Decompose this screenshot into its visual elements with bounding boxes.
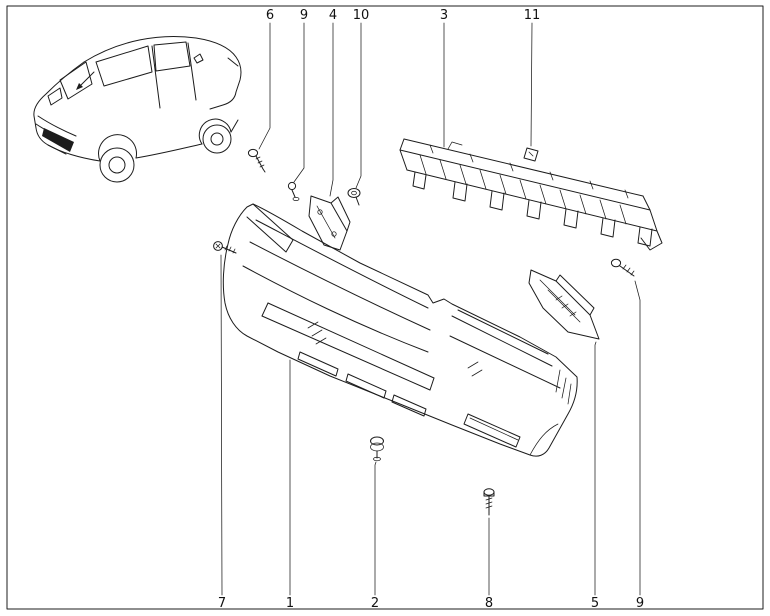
clip-11 bbox=[523, 147, 539, 162]
callout-label-7[interactable]: 7 bbox=[218, 596, 226, 611]
callout-label-9-bottom[interactable]: 9 bbox=[636, 596, 644, 611]
callouts-top: 6 9 4 10 3 11 bbox=[266, 8, 540, 23]
callout-label-3[interactable]: 3 bbox=[440, 8, 448, 23]
bracket-part-4 bbox=[308, 195, 351, 251]
vehicle-thumbnail bbox=[33, 35, 242, 183]
leader-lines bbox=[220, 22, 641, 596]
leader-11 bbox=[530, 22, 533, 147]
side-window-rear bbox=[153, 41, 191, 72]
rear-bumper-cover bbox=[222, 203, 578, 457]
leader-2 bbox=[374, 461, 377, 596]
mirror bbox=[193, 53, 204, 64]
callout-label-2[interactable]: 2 bbox=[371, 596, 379, 611]
bracket-part-5 bbox=[528, 269, 600, 340]
taillight bbox=[47, 87, 63, 106]
rear-bumper-shading bbox=[42, 128, 74, 152]
energy-absorber-part bbox=[399, 138, 663, 251]
callout-label-8[interactable]: 8 bbox=[485, 596, 493, 611]
screw-9-right bbox=[610, 258, 635, 277]
screw-6 bbox=[247, 148, 266, 173]
screw-7 bbox=[213, 241, 237, 254]
callout-label-6[interactable]: 6 bbox=[266, 8, 274, 23]
leader-4 bbox=[329, 22, 334, 197]
leader-9-bottom bbox=[634, 280, 641, 596]
side-window-front bbox=[95, 45, 153, 87]
callout-label-4[interactable]: 4 bbox=[329, 8, 337, 23]
leader-10 bbox=[355, 22, 362, 189]
clip-9-left bbox=[287, 181, 300, 201]
clip-2 bbox=[370, 436, 384, 462]
page-border bbox=[6, 5, 764, 610]
leader-6 bbox=[258, 22, 271, 150]
callout-label-11[interactable]: 11 bbox=[524, 8, 541, 23]
rear-window bbox=[59, 61, 93, 100]
leader-9-top bbox=[293, 22, 305, 183]
pointer-arrowhead bbox=[76, 83, 83, 90]
callout-label-9-top[interactable]: 9 bbox=[300, 8, 308, 23]
callout-label-1[interactable]: 1 bbox=[286, 596, 294, 611]
callout-label-5[interactable]: 5 bbox=[591, 596, 599, 611]
clip-10 bbox=[347, 188, 361, 206]
screw-8 bbox=[483, 488, 495, 516]
leader-7 bbox=[220, 254, 223, 596]
callout-label-10[interactable]: 10 bbox=[353, 8, 370, 23]
callouts-bottom: 7 1 2 8 5 9 bbox=[218, 596, 644, 611]
leader-5 bbox=[594, 341, 597, 596]
